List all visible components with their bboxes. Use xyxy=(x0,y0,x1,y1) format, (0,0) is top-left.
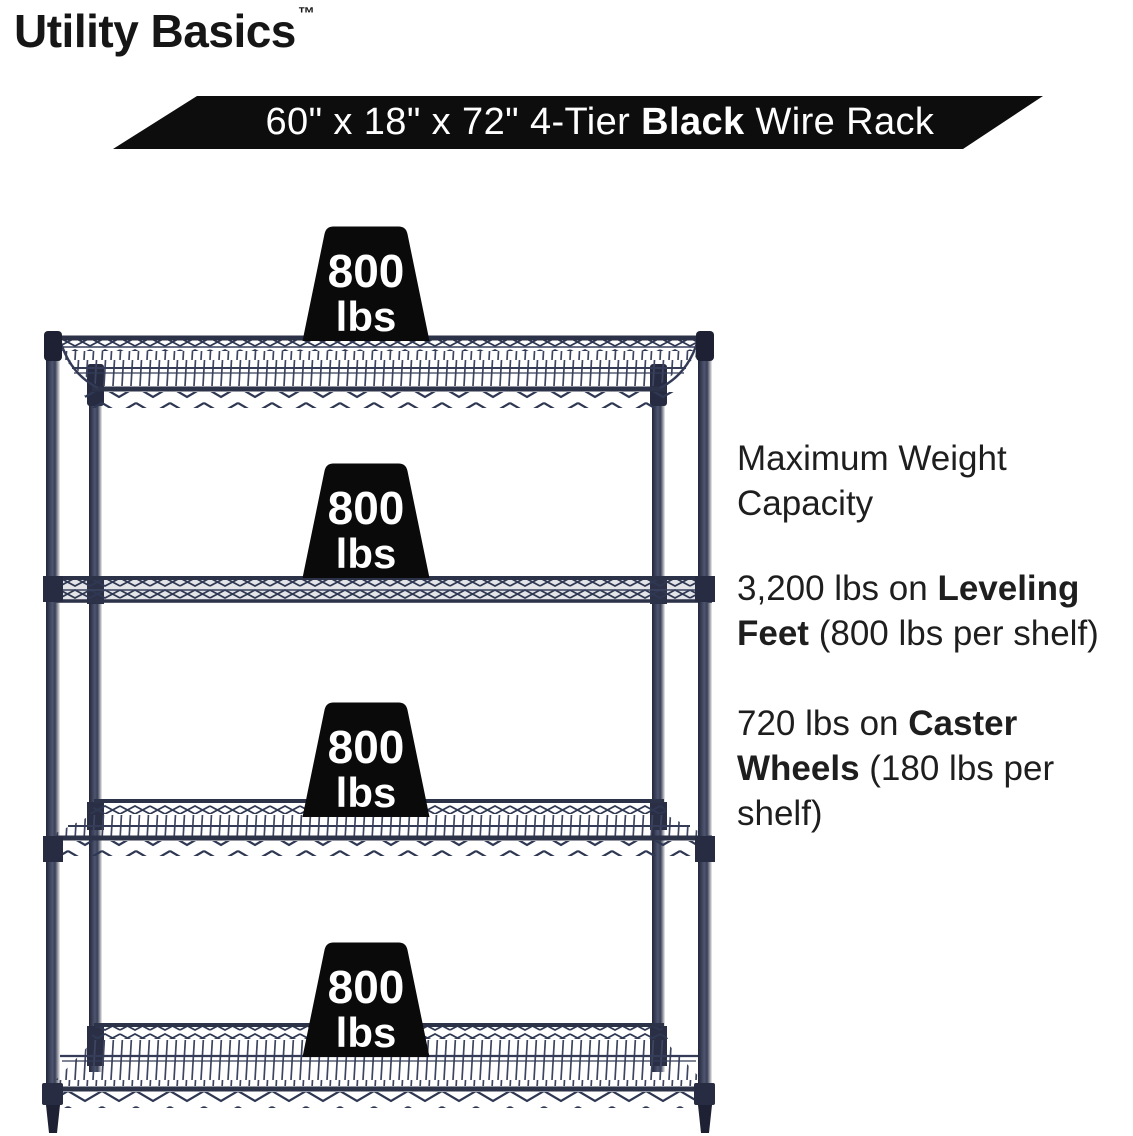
capacity-text-bold: Caster Wheels xyxy=(737,703,1018,788)
weight-badge-unit: lbs xyxy=(336,293,397,340)
product-title-suffix: Wire Rack xyxy=(744,101,935,143)
product-title-banner: 60" x 18" x 72" 4-Tier Black Wire Rack xyxy=(113,96,1043,149)
weight-badge-value: 800 xyxy=(328,721,405,773)
shelf-2 xyxy=(46,576,712,603)
trademark-symbol: ™ xyxy=(297,4,315,23)
weight-badge-unit: lbs xyxy=(336,530,397,577)
capacity-text: 3,200 lbs on xyxy=(737,569,938,609)
capacity-text: (800 lbs per shelf) xyxy=(808,614,1099,654)
product-title: 60" x 18" x 72" 4-Tier Black Wire Rack xyxy=(222,96,935,149)
capacity-text: 720 lbs on xyxy=(737,703,909,743)
shelf-4 xyxy=(46,1023,712,1108)
leveling-foot-right xyxy=(694,1083,715,1133)
product-title-color: Black xyxy=(641,101,745,143)
capacity-info: Maximum Weight Capacity 3,200 lbs on Lev… xyxy=(737,436,1133,880)
shelf-1 xyxy=(48,335,710,408)
capacity-heading: Maximum Weight Capacity xyxy=(737,439,1007,524)
capacity-item-caster-wheels: 720 lbs on Caster Wheels (180 lbs per sh… xyxy=(737,701,1133,836)
rack-outer-posts xyxy=(42,331,715,1133)
capacity-item-leveling-feet: 3,200 lbs on Leveling Feet (800 lbs per … xyxy=(737,566,1133,656)
weight-badge: 800 lbs xyxy=(302,226,430,341)
weight-badge-value: 800 xyxy=(328,961,405,1013)
weight-badge-value: 800 xyxy=(328,482,405,534)
capacity-text: (180 lbs per shelf) xyxy=(737,748,1055,833)
weight-badge-unit: lbs xyxy=(336,769,397,816)
weight-badge: 800 lbs xyxy=(302,942,430,1057)
capacity-text-bold: Leveling Feet xyxy=(737,569,1080,654)
product-title-prefix: 60" x 18" x 72" 4-Tier xyxy=(265,101,642,143)
leveling-foot-left xyxy=(42,1083,63,1133)
weight-badge: 800 lbs xyxy=(302,463,430,578)
weight-badge-value: 800 xyxy=(328,245,405,297)
brand-name: Utility Basics xyxy=(14,5,296,57)
weight-badge-unit: lbs xyxy=(336,1009,397,1056)
weight-badge: 800 lbs xyxy=(302,702,430,817)
